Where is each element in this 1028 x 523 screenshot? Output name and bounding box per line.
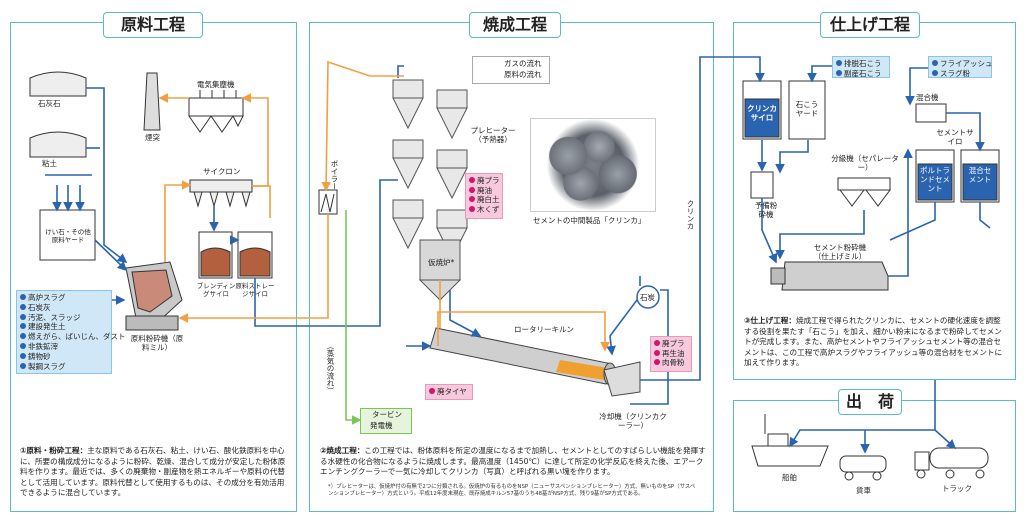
cement-mill-label: セメント粉砕機（仕上げミル） xyxy=(813,243,867,261)
cooler-label: 冷却機（クリンカクーラー） xyxy=(599,412,667,430)
list-item: 廃プラ xyxy=(469,176,500,186)
fuel-tire-list: 廃タイヤ xyxy=(425,384,473,400)
limestone-label: 石灰石 xyxy=(38,99,61,108)
yard-label: けい石・その他原料ヤード xyxy=(45,228,91,244)
generator-label: 発電機 xyxy=(370,421,393,430)
pre-mill-label: 予備粉砕機 xyxy=(754,201,778,219)
list-item: 製鋼スラグ xyxy=(20,362,108,372)
legend xyxy=(472,56,550,84)
chimney-label: 煙突 xyxy=(145,133,160,142)
list-item: 廃タイヤ xyxy=(429,387,469,397)
coal-label: 石炭 xyxy=(640,293,655,302)
raw-description: ①原料・粉砕工程：主な原料である石灰石、粘土、けい石、酸化鉄原料を中心に、所要の… xyxy=(20,446,286,498)
list-item: 肉骨粉 xyxy=(654,358,688,368)
list-item: 燃えがら、ばいじん、ダスト xyxy=(20,332,126,342)
storage-silo-label: 原料ストレージサイロ xyxy=(235,282,275,298)
portland-label: ポルトランドセメント xyxy=(920,166,950,193)
mixer-label: 混合機 xyxy=(916,93,939,102)
list-item: 木くず xyxy=(469,205,500,215)
list-item: 再生油 xyxy=(654,349,688,359)
finishing-title: 仕上げ工程 xyxy=(820,12,920,38)
dust-collector-label: 電気集塵機 xyxy=(197,80,235,89)
list-item: 排脱石こう xyxy=(836,59,886,69)
clinker-photo xyxy=(530,118,656,212)
raw-waste-list: 高炉スラグ 石炭灰 汚泥、スラッジ 建設発生土 燃えがら、ばいじん、ダスト 非鉄… xyxy=(16,290,126,374)
list-item: 廃油 xyxy=(469,186,499,196)
list-item: 高炉スラグ xyxy=(20,293,108,303)
list-item: 副産石こう xyxy=(836,69,886,79)
list-item: 建設発生土 xyxy=(20,322,108,332)
legend-gas-label: ガスの流れ xyxy=(504,59,542,68)
clinker-silo-label: クリンカサイロ xyxy=(747,104,777,122)
list-item: 廃白土 xyxy=(469,195,500,205)
cyclone-label: サイクロン xyxy=(203,167,241,176)
boiler-label: ボイラー xyxy=(330,160,339,190)
burning-title: 焼成工程 xyxy=(469,12,561,38)
list-item: スラグ粉 xyxy=(932,69,988,79)
list-item: 鋳物砂 xyxy=(20,352,108,362)
raw-material-title: 原料工程 xyxy=(103,12,203,38)
gypsum-list: 排脱石こう 副産石こう xyxy=(832,56,890,78)
calciner-label: 仮焼炉* xyxy=(428,258,455,267)
fuel-preheater-list: 廃プラ 廃油 廃白土 木くず xyxy=(465,173,503,219)
truck-label: トラック xyxy=(942,484,972,493)
clinker-caption: セメントの中間製品「クリンカ」 xyxy=(533,216,646,225)
shipping-title: 出 荷 xyxy=(838,389,902,415)
gypsum-yard-label: 石こうヤード xyxy=(795,100,819,118)
classifier-label: 分級機（セパレーター） xyxy=(831,154,899,172)
list-item: 石炭灰 xyxy=(20,303,108,313)
exhaust-label: （蒸気の流れ） xyxy=(326,342,335,395)
clinker-flow-label: クリンカ xyxy=(686,200,695,230)
raw-mill-label: 原料粉砕機（原料ミル） xyxy=(130,334,184,352)
burn-description: ②焼成工程：この工程では、粉体原料を所定の温度になるまで加熱し、セメントとしての… xyxy=(320,446,706,477)
finish-description: ③仕上げ工程：焼成工程で得られたクリンカに、セメントの硬化速度を調整する役割を果… xyxy=(744,316,1003,368)
burn-footnote: *）プレヒーターは、仮焼炉付の有無で2つに分類される。仮焼炉の有るものをNSP（… xyxy=(328,484,696,497)
clay-label: 粘土 xyxy=(42,159,57,168)
blending-silo-label: ブレンディングサイロ xyxy=(196,282,236,298)
blended-label: 混合セメント xyxy=(968,166,992,184)
list-item: 汚泥、スラッジ xyxy=(20,313,108,323)
fuel-kiln-list: 廃プラ 再生油 肉骨粉 xyxy=(650,336,692,372)
list-item: 廃プラ xyxy=(654,339,688,349)
list-item: 非鉄鉱滓 xyxy=(20,342,108,352)
limestone-bin-shape xyxy=(29,71,87,158)
kiln-label: ロータリーキルン xyxy=(514,325,574,334)
ship-label: 船舶 xyxy=(782,473,797,482)
cement-silo-label: セメントサイロ xyxy=(936,128,974,146)
rail-label: 貨車 xyxy=(856,486,871,495)
list-item: フライアッシュ xyxy=(932,59,993,69)
flyash-list: フライアッシュ スラグ粉 xyxy=(928,56,993,79)
preheater-label: プレヒーター（予熱器） xyxy=(470,126,516,144)
turbine-label: タービン xyxy=(372,410,402,419)
legend-material-label: 原料の流れ xyxy=(504,70,542,79)
turbine-box xyxy=(360,408,412,434)
